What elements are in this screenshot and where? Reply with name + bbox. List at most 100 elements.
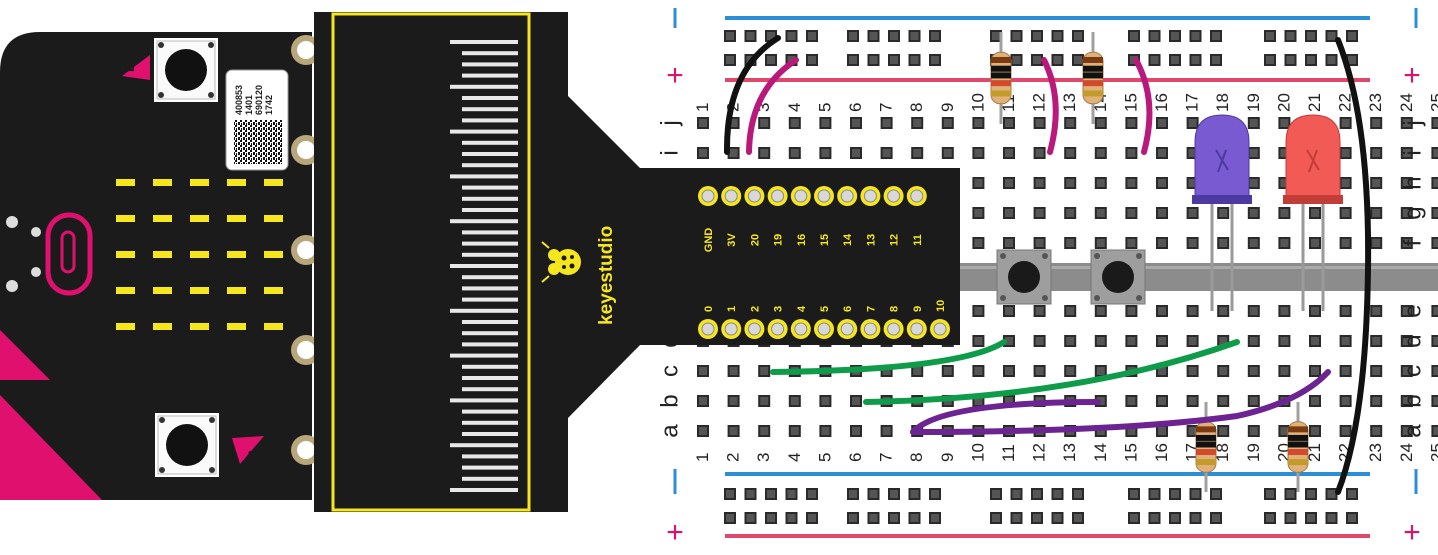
- header-pin[interactable]: [747, 189, 761, 203]
- header-pin[interactable]: [887, 322, 901, 336]
- bottom-pin-label: 8: [889, 306, 901, 312]
- slot-contact: [462, 252, 518, 257]
- qr-line-1: 400853: [234, 85, 244, 115]
- slot-contact: [462, 163, 518, 168]
- button-b[interactable]: [154, 38, 218, 102]
- column-number: 25: [1427, 443, 1438, 462]
- bottom-pin-label: 5: [819, 306, 831, 312]
- column-number: 17: [1183, 93, 1202, 112]
- header-pin[interactable]: [910, 322, 924, 336]
- header-pin[interactable]: [771, 189, 785, 203]
- slot-contact: [462, 320, 518, 324]
- column-number: 9: [938, 103, 957, 112]
- header-pin[interactable]: [794, 189, 808, 203]
- matrix-led: [153, 251, 172, 258]
- header-pin[interactable]: [817, 189, 831, 203]
- slot-contact: [450, 40, 518, 44]
- button-b-marker-icon: [122, 55, 150, 80]
- matrix-led: [153, 287, 172, 294]
- header-pin[interactable]: [863, 322, 877, 336]
- slot-contact: [462, 208, 518, 212]
- slot-contact: [450, 219, 518, 224]
- slot-contact: [462, 275, 518, 280]
- push-button-2[interactable]: [1090, 249, 1146, 305]
- top-pin-label: 13: [865, 234, 877, 246]
- row-letter: a: [657, 424, 684, 438]
- row-letter: c: [1400, 365, 1427, 377]
- matrix-led: [116, 215, 135, 222]
- rail-plus-label: +: [666, 59, 684, 92]
- top-pin-label: 16: [796, 234, 808, 246]
- top-pin-label: 12: [889, 234, 901, 246]
- slot-contact: [462, 107, 518, 112]
- row-letter: f: [1400, 239, 1427, 246]
- rail-plus-label: +: [1403, 516, 1421, 549]
- edge-pad-hole: [297, 341, 315, 359]
- column-number: 24: [1397, 443, 1416, 462]
- column-number: 24: [1397, 93, 1416, 112]
- header-pin[interactable]: [840, 322, 854, 336]
- edge-pad-hole: [297, 141, 315, 159]
- header-pin[interactable]: [701, 189, 715, 203]
- qr-sticker: 400853 1401 690120 1742: [225, 69, 289, 171]
- header-pin[interactable]: [840, 189, 854, 203]
- column-number: 2: [724, 453, 743, 462]
- slot-contact: [462, 432, 518, 436]
- matrix-led: [264, 323, 283, 330]
- matrix-led: [153, 179, 172, 186]
- header-pin[interactable]: [771, 322, 785, 336]
- slot-contacts: [450, 40, 518, 492]
- slot-contact: [450, 443, 518, 448]
- qr-line-4: 1742: [264, 95, 274, 115]
- header-pin[interactable]: [724, 189, 738, 203]
- slot-contact: [462, 185, 518, 190]
- column-number: 16: [1152, 93, 1171, 112]
- matrix-led: [227, 179, 246, 186]
- purple-wire-2: [910, 369, 1331, 435]
- matrix-led: [227, 323, 246, 330]
- matrix-led: [116, 179, 135, 186]
- header-pin[interactable]: [863, 189, 877, 203]
- row-letter: c: [657, 365, 684, 377]
- row-letter: j: [657, 120, 684, 126]
- microbit-board: B A 400853 1401 690120 1742: [0, 32, 321, 500]
- header-pin[interactable]: [724, 322, 738, 336]
- button-a[interactable]: [155, 413, 219, 477]
- column-number: 1: [693, 103, 712, 112]
- column-number: 9: [938, 453, 957, 462]
- top-pin-label: 3V: [726, 233, 738, 247]
- black-wire-gnd: [723, 35, 781, 155]
- slot-contact: [462, 140, 518, 145]
- green-wire-pin2: [770, 339, 1007, 375]
- header-pin[interactable]: [933, 322, 947, 336]
- slot-contact: [462, 476, 518, 481]
- matrix-led: [264, 287, 283, 294]
- matrix-led: [227, 215, 246, 222]
- matrix-led: [264, 215, 283, 222]
- magenta-wire: [1041, 57, 1059, 155]
- header-pin[interactable]: [887, 189, 901, 203]
- header-pin[interactable]: [794, 322, 808, 336]
- button-b-label: B: [121, 62, 137, 72]
- column-number: 25: [1427, 93, 1438, 112]
- qr-line-3: 690120: [254, 85, 264, 115]
- slot-contact: [450, 308, 518, 313]
- header-pin[interactable]: [747, 322, 761, 336]
- matrix-led: [190, 323, 209, 330]
- push-button-1[interactable]: [996, 249, 1052, 305]
- purple-wire-1: [910, 399, 1101, 435]
- column-number: 10: [968, 443, 987, 462]
- led-purple: [1192, 114, 1252, 311]
- header-pin[interactable]: [817, 322, 831, 336]
- slot-contact: [462, 241, 518, 246]
- column-number: 7: [877, 453, 896, 462]
- slot-contact: [450, 353, 518, 358]
- matrix-led: [153, 215, 172, 222]
- top-pin-label: 14: [842, 233, 854, 246]
- header-pin[interactable]: [910, 189, 924, 203]
- column-number: 13: [1060, 93, 1079, 112]
- slot-contact: [462, 230, 518, 235]
- header-pin[interactable]: [701, 322, 715, 336]
